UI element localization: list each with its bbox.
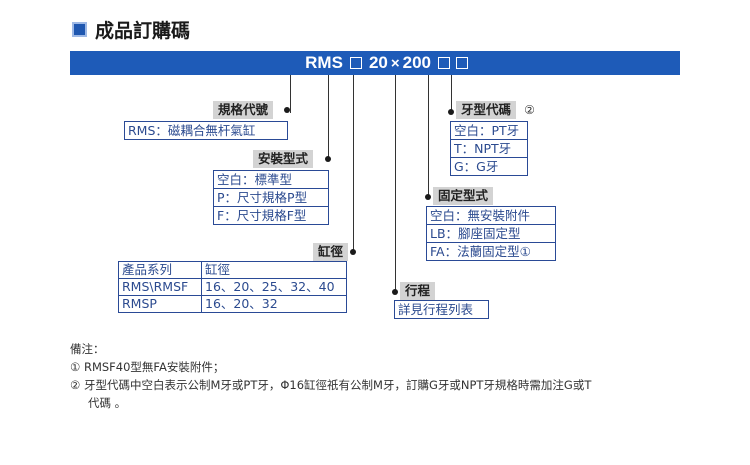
- option-item: FA：法蘭固定型①: [430, 244, 531, 259]
- code-placeholder-fixing: [438, 57, 450, 69]
- model-bore: 20: [368, 53, 388, 72]
- option-item: 空白：無安裝附件: [427, 207, 555, 225]
- option-item: RMS：磁耦合無杆氣缸: [128, 123, 256, 138]
- connector-dot-thread: [448, 109, 454, 115]
- option-item: G：G牙: [454, 159, 499, 174]
- thread-type-label: 牙型代碼: [456, 101, 517, 119]
- table-header-cell: 缸徑: [201, 261, 347, 279]
- connector-dot-spec: [284, 107, 290, 113]
- connector-fixing: [428, 75, 429, 198]
- connector-dot-fixing: [425, 194, 431, 200]
- model-prefix: RMS: [305, 53, 343, 72]
- connector-dot-stroke: [392, 289, 398, 295]
- option-item: 空白：PT牙: [451, 122, 527, 140]
- thread-type-options: 空白：PT牙 T：NPT牙 G：G牙: [450, 121, 528, 176]
- connector-mount: [328, 75, 329, 160]
- stroke-options: 詳見行程列表: [394, 300, 489, 319]
- model-times: ×: [390, 54, 400, 72]
- table-header-row: 產品系列 缸徑: [118, 261, 347, 279]
- model-stroke: 200: [402, 53, 431, 72]
- code-placeholder-thread: [456, 57, 468, 69]
- notes-heading: 備注：: [70, 342, 105, 356]
- table-cell: RMS\RMSF: [118, 278, 202, 296]
- mount-type-label: 安裝型式: [253, 150, 314, 168]
- model-code-banner: RMS 20 × 200: [70, 51, 680, 75]
- option-item: 空白：標準型: [214, 171, 328, 189]
- thread-type-group: 牙型代碼 ②: [456, 101, 536, 119]
- connector-stroke: [395, 75, 396, 293]
- option-item: 詳見行程列表: [398, 302, 474, 317]
- square-bullet-icon: [72, 22, 87, 37]
- table-cell: 16、20、32: [201, 295, 347, 313]
- note-item: 代碼 。: [88, 396, 127, 410]
- bore-table-grid: 產品系列 缸徑 RMS\RMSF 16、20、25、32、40 RMSP 16、…: [118, 261, 347, 313]
- bore-table: 產品系列 缸徑 RMS\RMSF 16、20、25、32、40 RMSP 16、…: [118, 261, 347, 313]
- note-item: ② 牙型代碼中空白表示公制M牙或PT牙，Φ16缸徑祇有公制M牙，訂購G牙或NPT…: [70, 378, 592, 392]
- stroke-label: 行程: [400, 282, 436, 300]
- option-item: T：NPT牙: [451, 140, 527, 158]
- connector-dot-mount: [325, 156, 331, 162]
- page-title: 成品訂購碼: [95, 20, 191, 42]
- fixing-type-options: 空白：無安裝附件 LB：腳座固定型 FA：法蘭固定型①: [426, 206, 556, 261]
- option-item: P：尺寸規格P型: [214, 189, 328, 207]
- bore-label: 缸徑: [313, 243, 349, 261]
- table-row: RMSP 16、20、32: [118, 295, 347, 313]
- fixing-type-label: 固定型式: [433, 187, 494, 205]
- connector-bore: [353, 75, 354, 253]
- note-item: ① RMSF40型無FA安裝附件；: [70, 360, 225, 374]
- connector-dot-bore: [350, 249, 356, 255]
- connector-thread: [451, 75, 452, 112]
- table-header-cell: 產品系列: [118, 261, 202, 279]
- connector-spec: [290, 75, 291, 113]
- table-cell: RMSP: [118, 295, 202, 313]
- note-mark-2: ②: [524, 102, 535, 117]
- section-header: 成品訂購碼: [72, 16, 190, 43]
- mount-type-options: 空白：標準型 P：尺寸規格P型 F：尺寸規格F型: [213, 170, 329, 225]
- option-item: F：尺寸規格F型: [217, 208, 307, 223]
- table-row: RMS\RMSF 16、20、25、32、40: [118, 278, 347, 296]
- table-cell: 16、20、25、32、40: [201, 278, 347, 296]
- code-placeholder-spec: [349, 57, 362, 69]
- cylinder-spec-options: RMS：磁耦合無杆氣缸: [124, 121, 288, 140]
- cylinder-spec-label: 規格代號: [213, 101, 274, 119]
- option-item: LB：腳座固定型: [427, 225, 555, 243]
